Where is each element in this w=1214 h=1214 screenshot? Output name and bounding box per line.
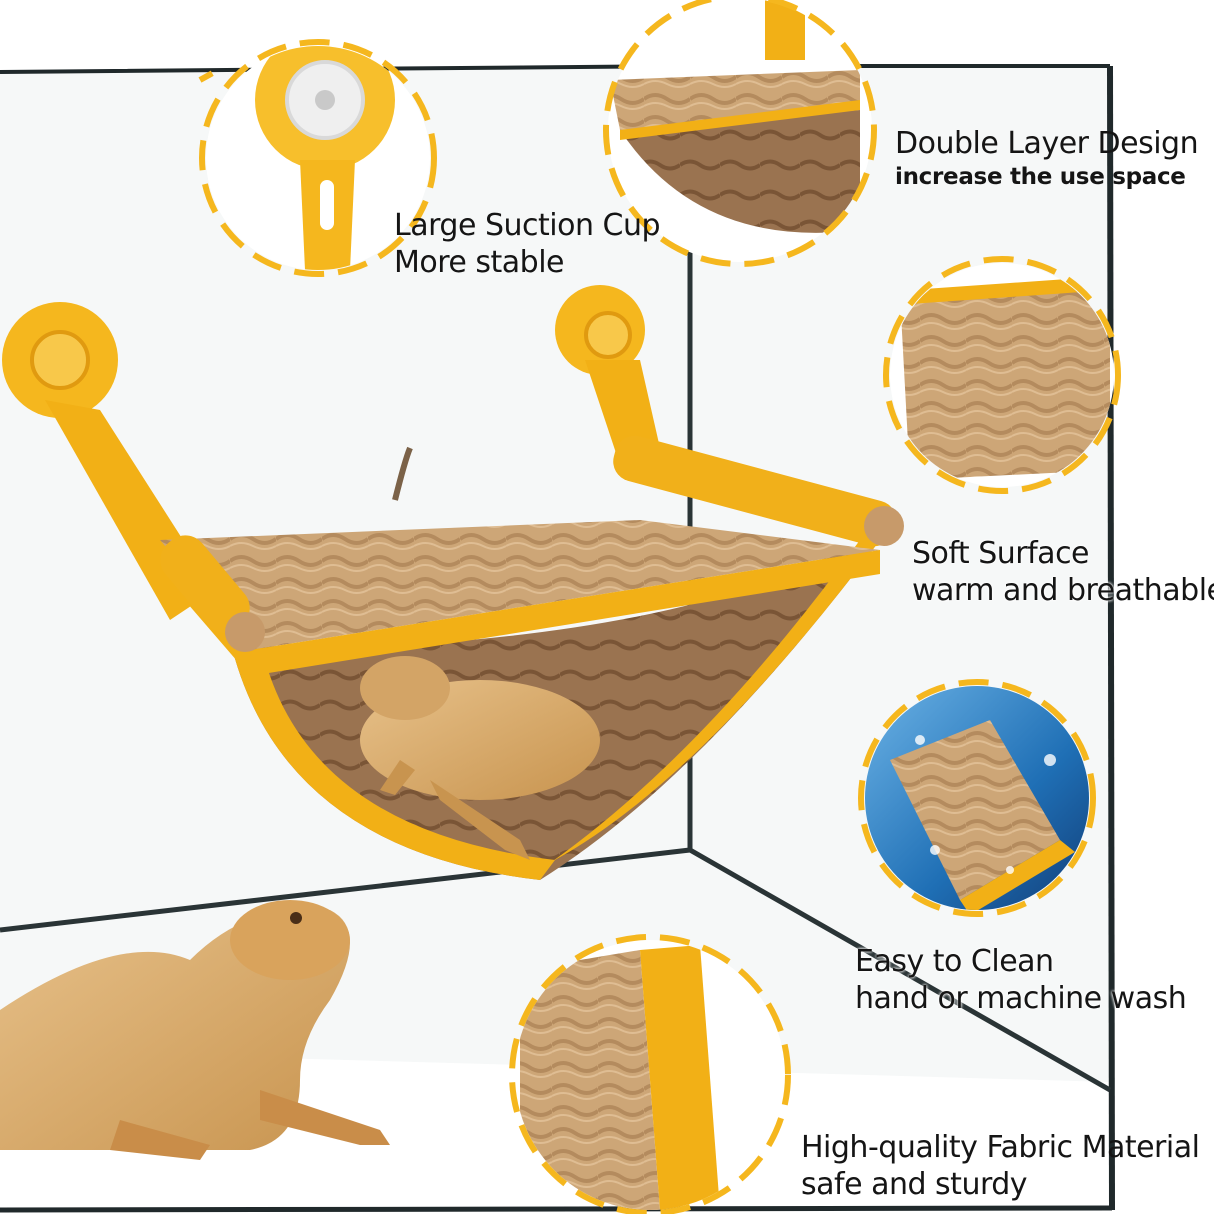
- reptile-hammock: [2, 285, 904, 880]
- feature-circle-fabric: [509, 934, 791, 1214]
- caption-clean: Easy to Clean hand or machine wash: [855, 944, 1187, 1017]
- caption-suction-title: Large Suction Cup: [394, 208, 661, 243]
- feature-circle-soft: [883, 256, 1121, 494]
- feature-circle-suction: [199, 39, 437, 277]
- caption-double: Double Layer Design increase the use spa…: [895, 126, 1199, 191]
- bearded-dragon: [0, 900, 390, 1160]
- caption-soft-subtitle: warm and breathable: [912, 572, 1214, 608]
- caption-suction: Large Suction Cup More stable: [394, 208, 661, 281]
- lizard-tail: [392, 446, 413, 501]
- caption-double-title: Double Layer Design: [895, 126, 1199, 161]
- caption-clean-title: Easy to Clean: [855, 944, 1054, 979]
- caption-suction-subtitle: More stable: [394, 244, 565, 280]
- caption-fabric-subtitle: safe and sturdy: [801, 1166, 1028, 1202]
- caption-fabric: High-quality Fabric Material safe and st…: [801, 1130, 1200, 1203]
- caption-soft: Soft Surface warm and breathable: [912, 536, 1214, 609]
- feature-circle-double: [603, 0, 877, 267]
- caption-clean-subtitle: hand or machine wash: [855, 980, 1187, 1016]
- caption-double-subtitle: increase the use space: [895, 163, 1186, 190]
- caption-soft-title: Soft Surface: [912, 536, 1090, 571]
- caption-fabric-title: High-quality Fabric Material: [801, 1130, 1200, 1165]
- feature-circle-clean: [858, 679, 1096, 917]
